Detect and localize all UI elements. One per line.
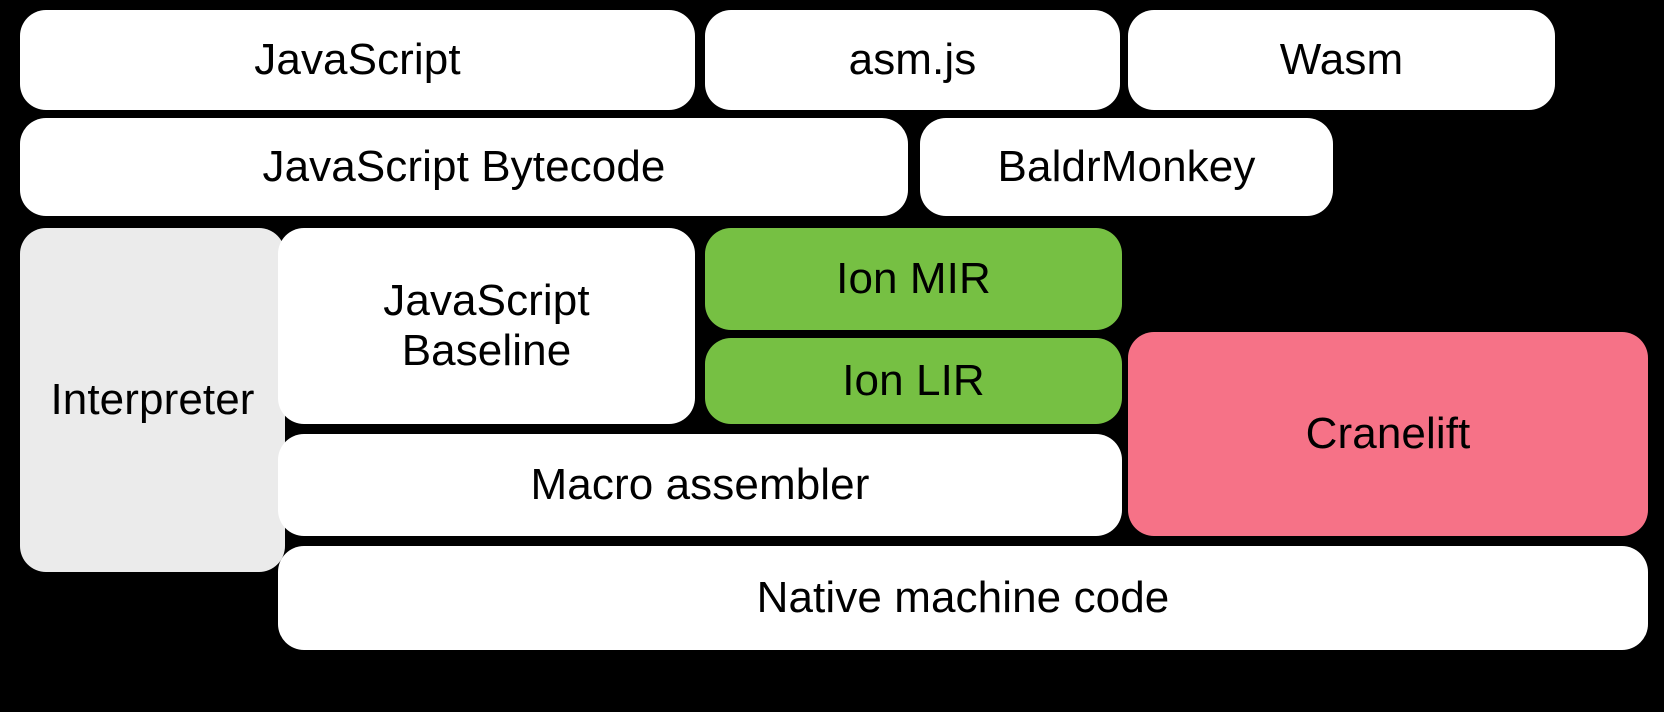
node-native-machine-code: Native machine code [278,546,1648,650]
node-javascript: JavaScript [20,10,695,110]
node-asm-js: asm.js [705,10,1120,110]
node-wasm: Wasm [1128,10,1555,110]
node-cranelift: Cranelift [1128,332,1648,536]
node-interpreter: Interpreter [20,228,285,572]
node-macro-assembler: Macro assembler [278,434,1122,536]
node-javascript-baseline: JavaScript Baseline [278,228,695,424]
node-javascript-bytecode: JavaScript Bytecode [20,118,908,216]
node-baldrmonkey: BaldrMonkey [920,118,1333,216]
node-ion-lir: Ion LIR [705,338,1122,424]
node-ion-mir: Ion MIR [705,228,1122,330]
